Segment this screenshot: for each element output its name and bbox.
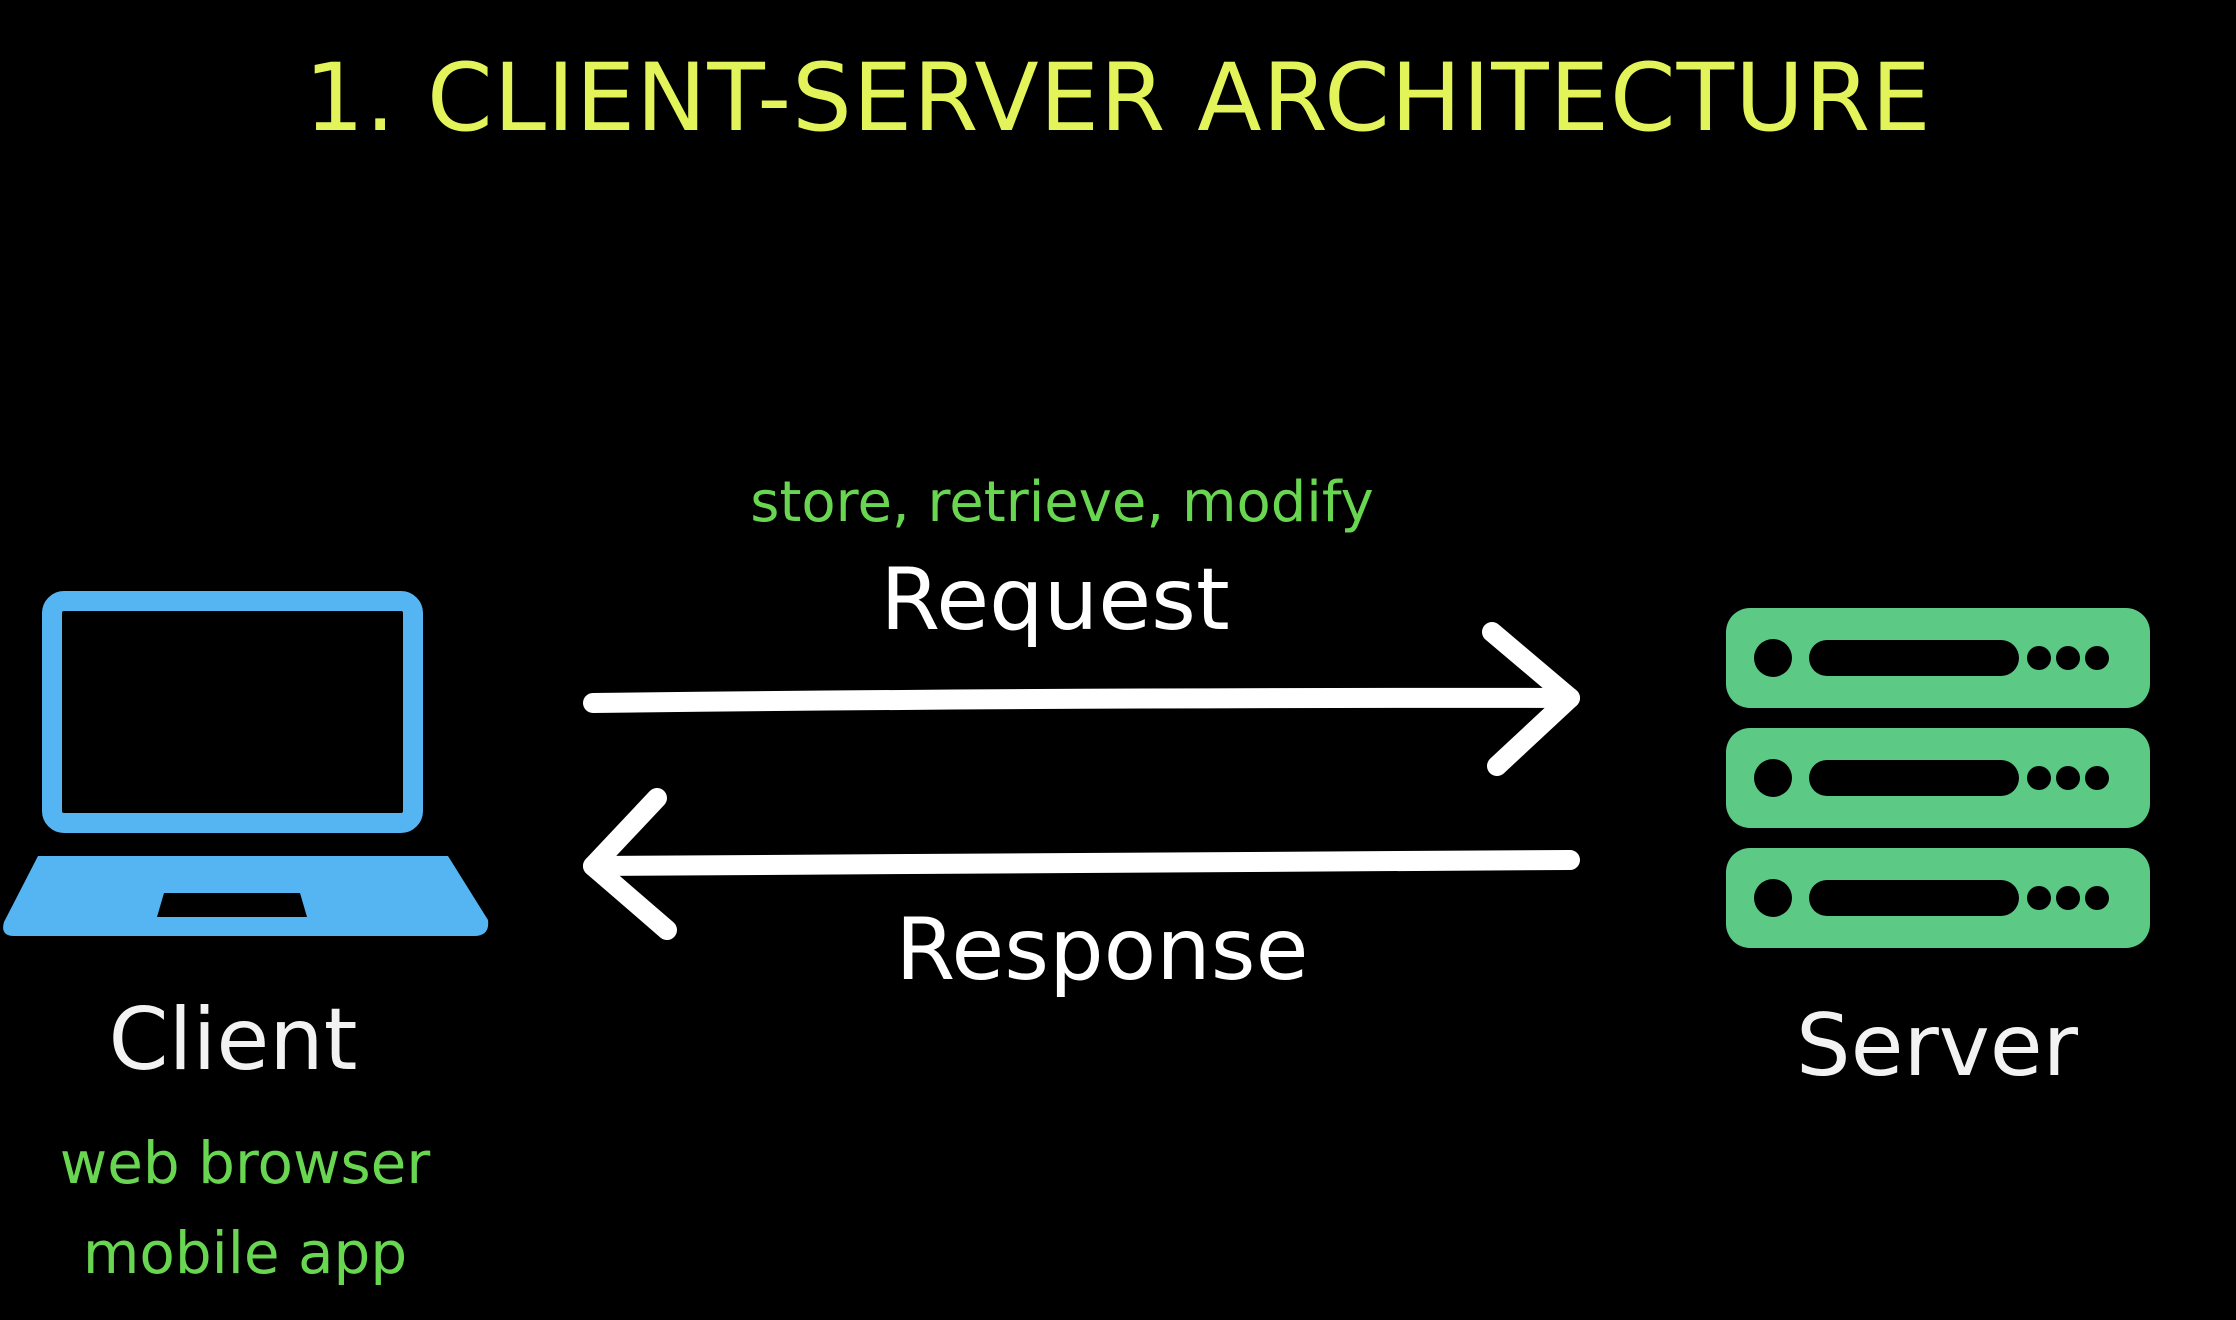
operations-label: store, retrieve, modify — [750, 470, 1374, 535]
diagram-title: 1. CLIENT-SERVER ARCHITECTURE — [304, 44, 1932, 153]
client-example-mobile-app: mobile app — [82, 1219, 408, 1287]
client-examples: web browser mobile app — [60, 1118, 430, 1298]
server-label: Server — [1795, 996, 2079, 1096]
request-label: Request — [880, 550, 1230, 650]
request-arrow — [583, 622, 1580, 776]
server-rack-icon — [1726, 608, 2150, 948]
client-example-web-browser: web browser — [59, 1129, 431, 1197]
response-label: Response — [895, 900, 1309, 1000]
laptop-icon — [3, 591, 489, 936]
client-label: Client — [108, 990, 358, 1090]
response-arrow — [583, 788, 1580, 940]
